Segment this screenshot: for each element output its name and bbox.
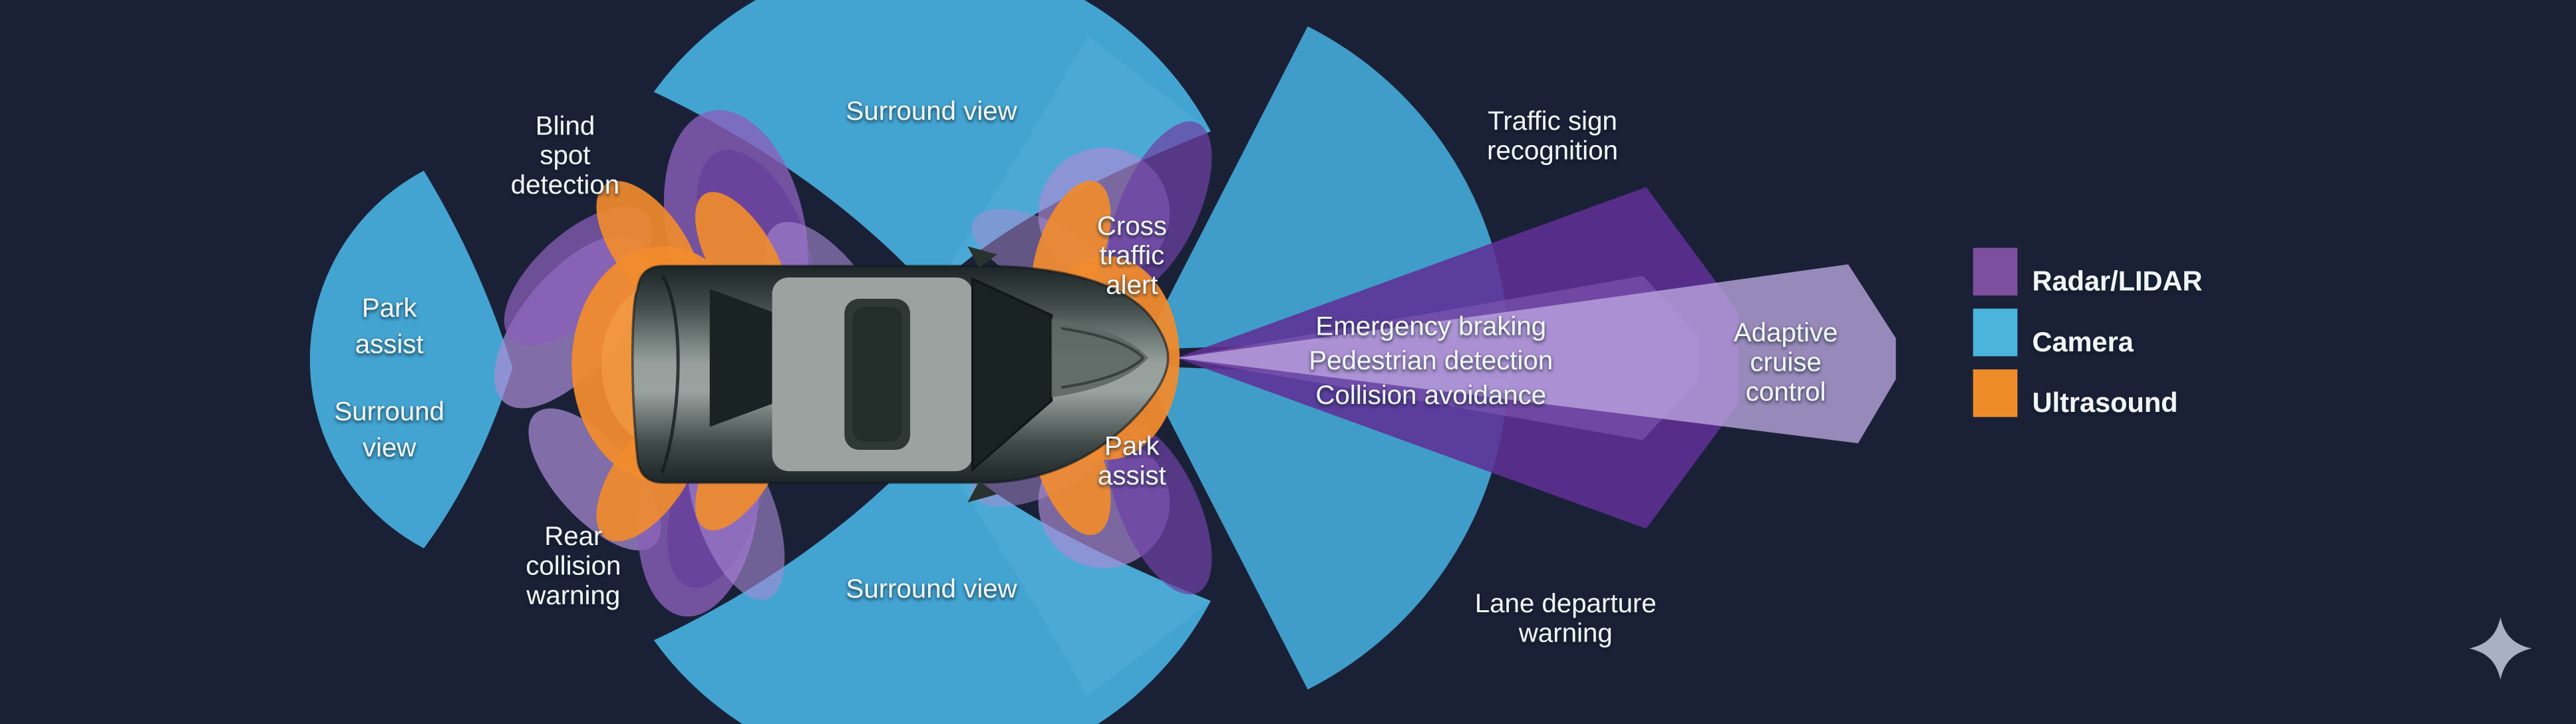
- legend-swatch-radar-lidar: [1973, 248, 2018, 296]
- label-cross-traffic-line3: alert: [1106, 270, 1158, 300]
- label-lane-departure-line2: warning: [1518, 618, 1613, 648]
- camera-coverage-shapes: [309, 0, 1508, 724]
- label-cross-traffic-line1: Cross: [1097, 211, 1167, 241]
- surround-view-bottom-fan: [653, 440, 1211, 724]
- car-hood: [1051, 318, 1149, 398]
- legend: Radar/LIDAR Camera Ultrasound: [1973, 248, 2203, 419]
- label-rear-collision-line3: warning: [526, 580, 620, 610]
- legend-label-camera: Camera: [2032, 326, 2134, 357]
- car-rear-window: [709, 289, 772, 427]
- label-surround-view-left-line1: Surround: [334, 397, 444, 427]
- surround-view-top-fan: [653, 0, 1211, 293]
- label-park-assist-front-line1: Park: [1104, 431, 1160, 460]
- label-emergency-line3: Collision avoidance: [1315, 380, 1546, 410]
- label-park-assist-rear-line1: Park: [362, 293, 418, 323]
- feature-labels: Surround view Blind spot detection Park …: [334, 96, 1838, 648]
- car-hood-creases: [1060, 327, 1145, 389]
- label-surround-view-bottom: Surround view: [846, 574, 1018, 604]
- label-blind-spot-line3: detection: [511, 170, 619, 200]
- car-mirror-top: [967, 246, 997, 268]
- label-traffic-sign-line1: Traffic sign: [1488, 106, 1617, 136]
- legend-labels: Radar/LIDAR Camera Ultrasound: [2032, 266, 2203, 419]
- car-mirror-bottom: [967, 480, 997, 502]
- label-adaptive-cruise-line2: cruise: [1750, 347, 1822, 377]
- label-blind-spot-line2: spot: [540, 140, 590, 170]
- legend-swatch-camera: [1973, 308, 2018, 357]
- car-top-view: [631, 246, 1170, 502]
- label-lane-departure-line1: Lane departure: [1475, 588, 1657, 618]
- lane-departure-camera-cone: [1142, 366, 1508, 690]
- sparkle-icon: [2469, 617, 2532, 680]
- front-park-petal-bottom-dark: [1108, 423, 1212, 595]
- label-surround-view-top: Surround view: [846, 96, 1018, 126]
- label-surround-view-left-line2: view: [363, 433, 416, 462]
- label-emergency-line2: Pedestrian detection: [1309, 345, 1553, 375]
- label-traffic-sign-line2: recognition: [1487, 135, 1618, 165]
- label-park-assist-front-line2: assist: [1098, 460, 1166, 490]
- cross-traffic-petal-top-dark: [1108, 121, 1212, 293]
- adaptive-cruise-radar-cone: [1176, 264, 1896, 444]
- legend-label-ultrasound: Ultrasound: [2032, 387, 2178, 418]
- label-rear-collision-line2: collision: [526, 551, 621, 581]
- label-park-assist-rear-line2: assist: [355, 329, 424, 359]
- legend-swatch-ultrasound: [1973, 369, 2018, 417]
- car-windshield: [971, 277, 1053, 472]
- label-cross-traffic-line2: traffic: [1100, 240, 1165, 270]
- rear-park-assist-fan: [309, 170, 513, 549]
- label-rear-collision-line1: Rear: [544, 521, 602, 551]
- label-adaptive-cruise-line3: control: [1746, 377, 1826, 407]
- label-emergency-line1: Emergency braking: [1316, 311, 1547, 341]
- label-adaptive-cruise-line1: Adaptive: [1734, 317, 1838, 347]
- label-blind-spot-line1: Blind: [536, 110, 595, 140]
- car-sunroof-glass: [852, 307, 902, 442]
- traffic-sign-camera-cone: [1142, 26, 1508, 350]
- car-trunk-seam: [660, 275, 680, 474]
- legend-label-radar-lidar: Radar/LIDAR: [2032, 266, 2203, 297]
